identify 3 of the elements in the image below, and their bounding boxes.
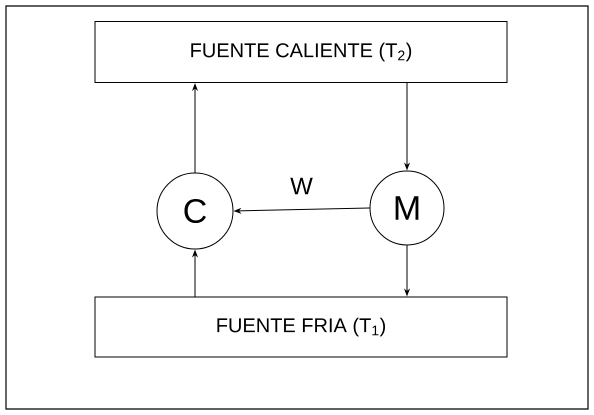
source-box: FUENTE FRIA (T$_{1}$) (94, 296, 508, 358)
edge-label: W (289, 176, 314, 196)
source-box: FUENTE CALIENTE (T$_{2}$) (94, 21, 508, 83)
